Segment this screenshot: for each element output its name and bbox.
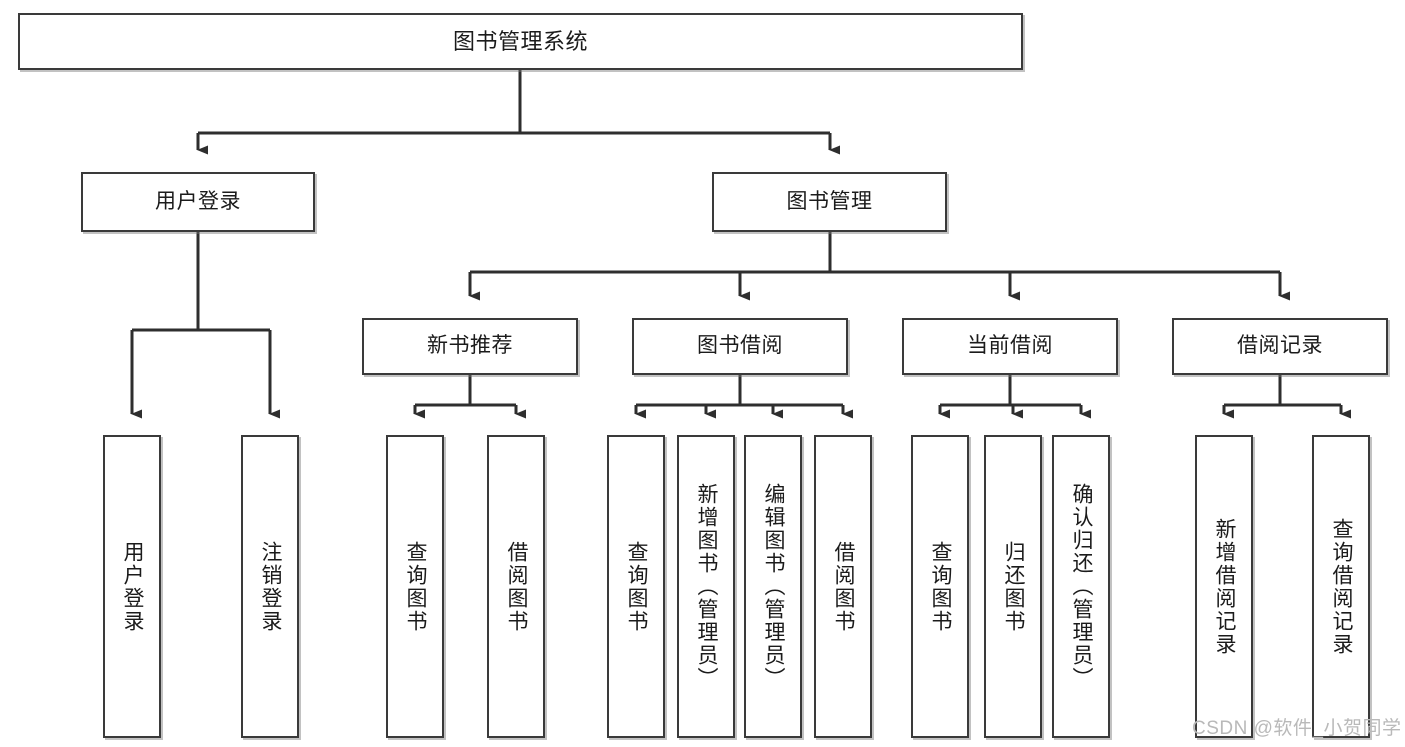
leaf-node[interactable]: 新增图书（管理员） [677, 435, 735, 738]
leaf-node[interactable]: 编辑图书（管理员） [744, 435, 802, 738]
node-book-borrow[interactable]: 图书借阅 [632, 318, 848, 375]
leaf-node[interactable]: 用户登录 [103, 435, 161, 738]
leaf-node[interactable]: 查询图书 [911, 435, 969, 738]
node-book-management-label: 图书管理 [786, 189, 873, 213]
leaf-node-label: 查询图书 [929, 540, 953, 633]
leaf-node[interactable]: 注销登录 [241, 435, 299, 738]
leaf-node-label: 用户登录 [121, 540, 145, 633]
node-user-login[interactable]: 用户登录 [81, 172, 315, 232]
node-user-login-label: 用户登录 [155, 189, 241, 213]
node-borrow-records[interactable]: 借阅记录 [1172, 318, 1388, 375]
csdn-watermark: CSDN @软件_小贺同学 [1192, 718, 1402, 739]
leaf-node[interactable]: 查询图书 [386, 435, 444, 738]
leaf-node[interactable]: 新增借阅记录 [1195, 435, 1253, 738]
leaf-node-label: 新增借阅记录 [1213, 517, 1237, 656]
leaf-node-label: 注销登录 [259, 540, 283, 633]
leaf-node-label: 查询图书 [404, 540, 428, 633]
leaf-node-label: 编辑图书（管理员） [762, 483, 786, 690]
leaf-node[interactable]: 借阅图书 [814, 435, 872, 738]
leaf-node[interactable]: 归还图书 [984, 435, 1042, 738]
leaf-node-label: 新增图书（管理员） [695, 483, 719, 690]
leaf-node-label: 归还图书 [1002, 540, 1026, 633]
leaf-node-label: 确认归还（管理员） [1070, 483, 1094, 690]
node-new-book-recommend[interactable]: 新书推荐 [362, 318, 578, 375]
leaf-node[interactable]: 查询借阅记录 [1312, 435, 1370, 738]
leaf-node[interactable]: 查询图书 [607, 435, 665, 738]
leaf-node[interactable]: 确认归还（管理员） [1052, 435, 1110, 738]
node-root-system-label: 图书管理系统 [452, 28, 588, 54]
leaf-node-label: 查询借阅记录 [1330, 517, 1354, 656]
node-borrow-records-label: 借阅记录 [1237, 334, 1323, 358]
node-current-borrow-label: 当前借阅 [967, 334, 1053, 358]
node-book-management[interactable]: 图书管理 [712, 172, 947, 232]
node-current-borrow[interactable]: 当前借阅 [902, 318, 1118, 375]
node-book-borrow-label: 图书借阅 [697, 334, 783, 358]
leaf-node-label: 借阅图书 [832, 540, 856, 633]
leaf-node-label: 查询图书 [625, 540, 649, 633]
leaf-node-label: 借阅图书 [505, 540, 529, 633]
node-root-system[interactable]: 图书管理系统 [18, 13, 1023, 70]
node-new-book-recommend-label: 新书推荐 [427, 334, 513, 358]
leaf-node[interactable]: 借阅图书 [487, 435, 545, 738]
